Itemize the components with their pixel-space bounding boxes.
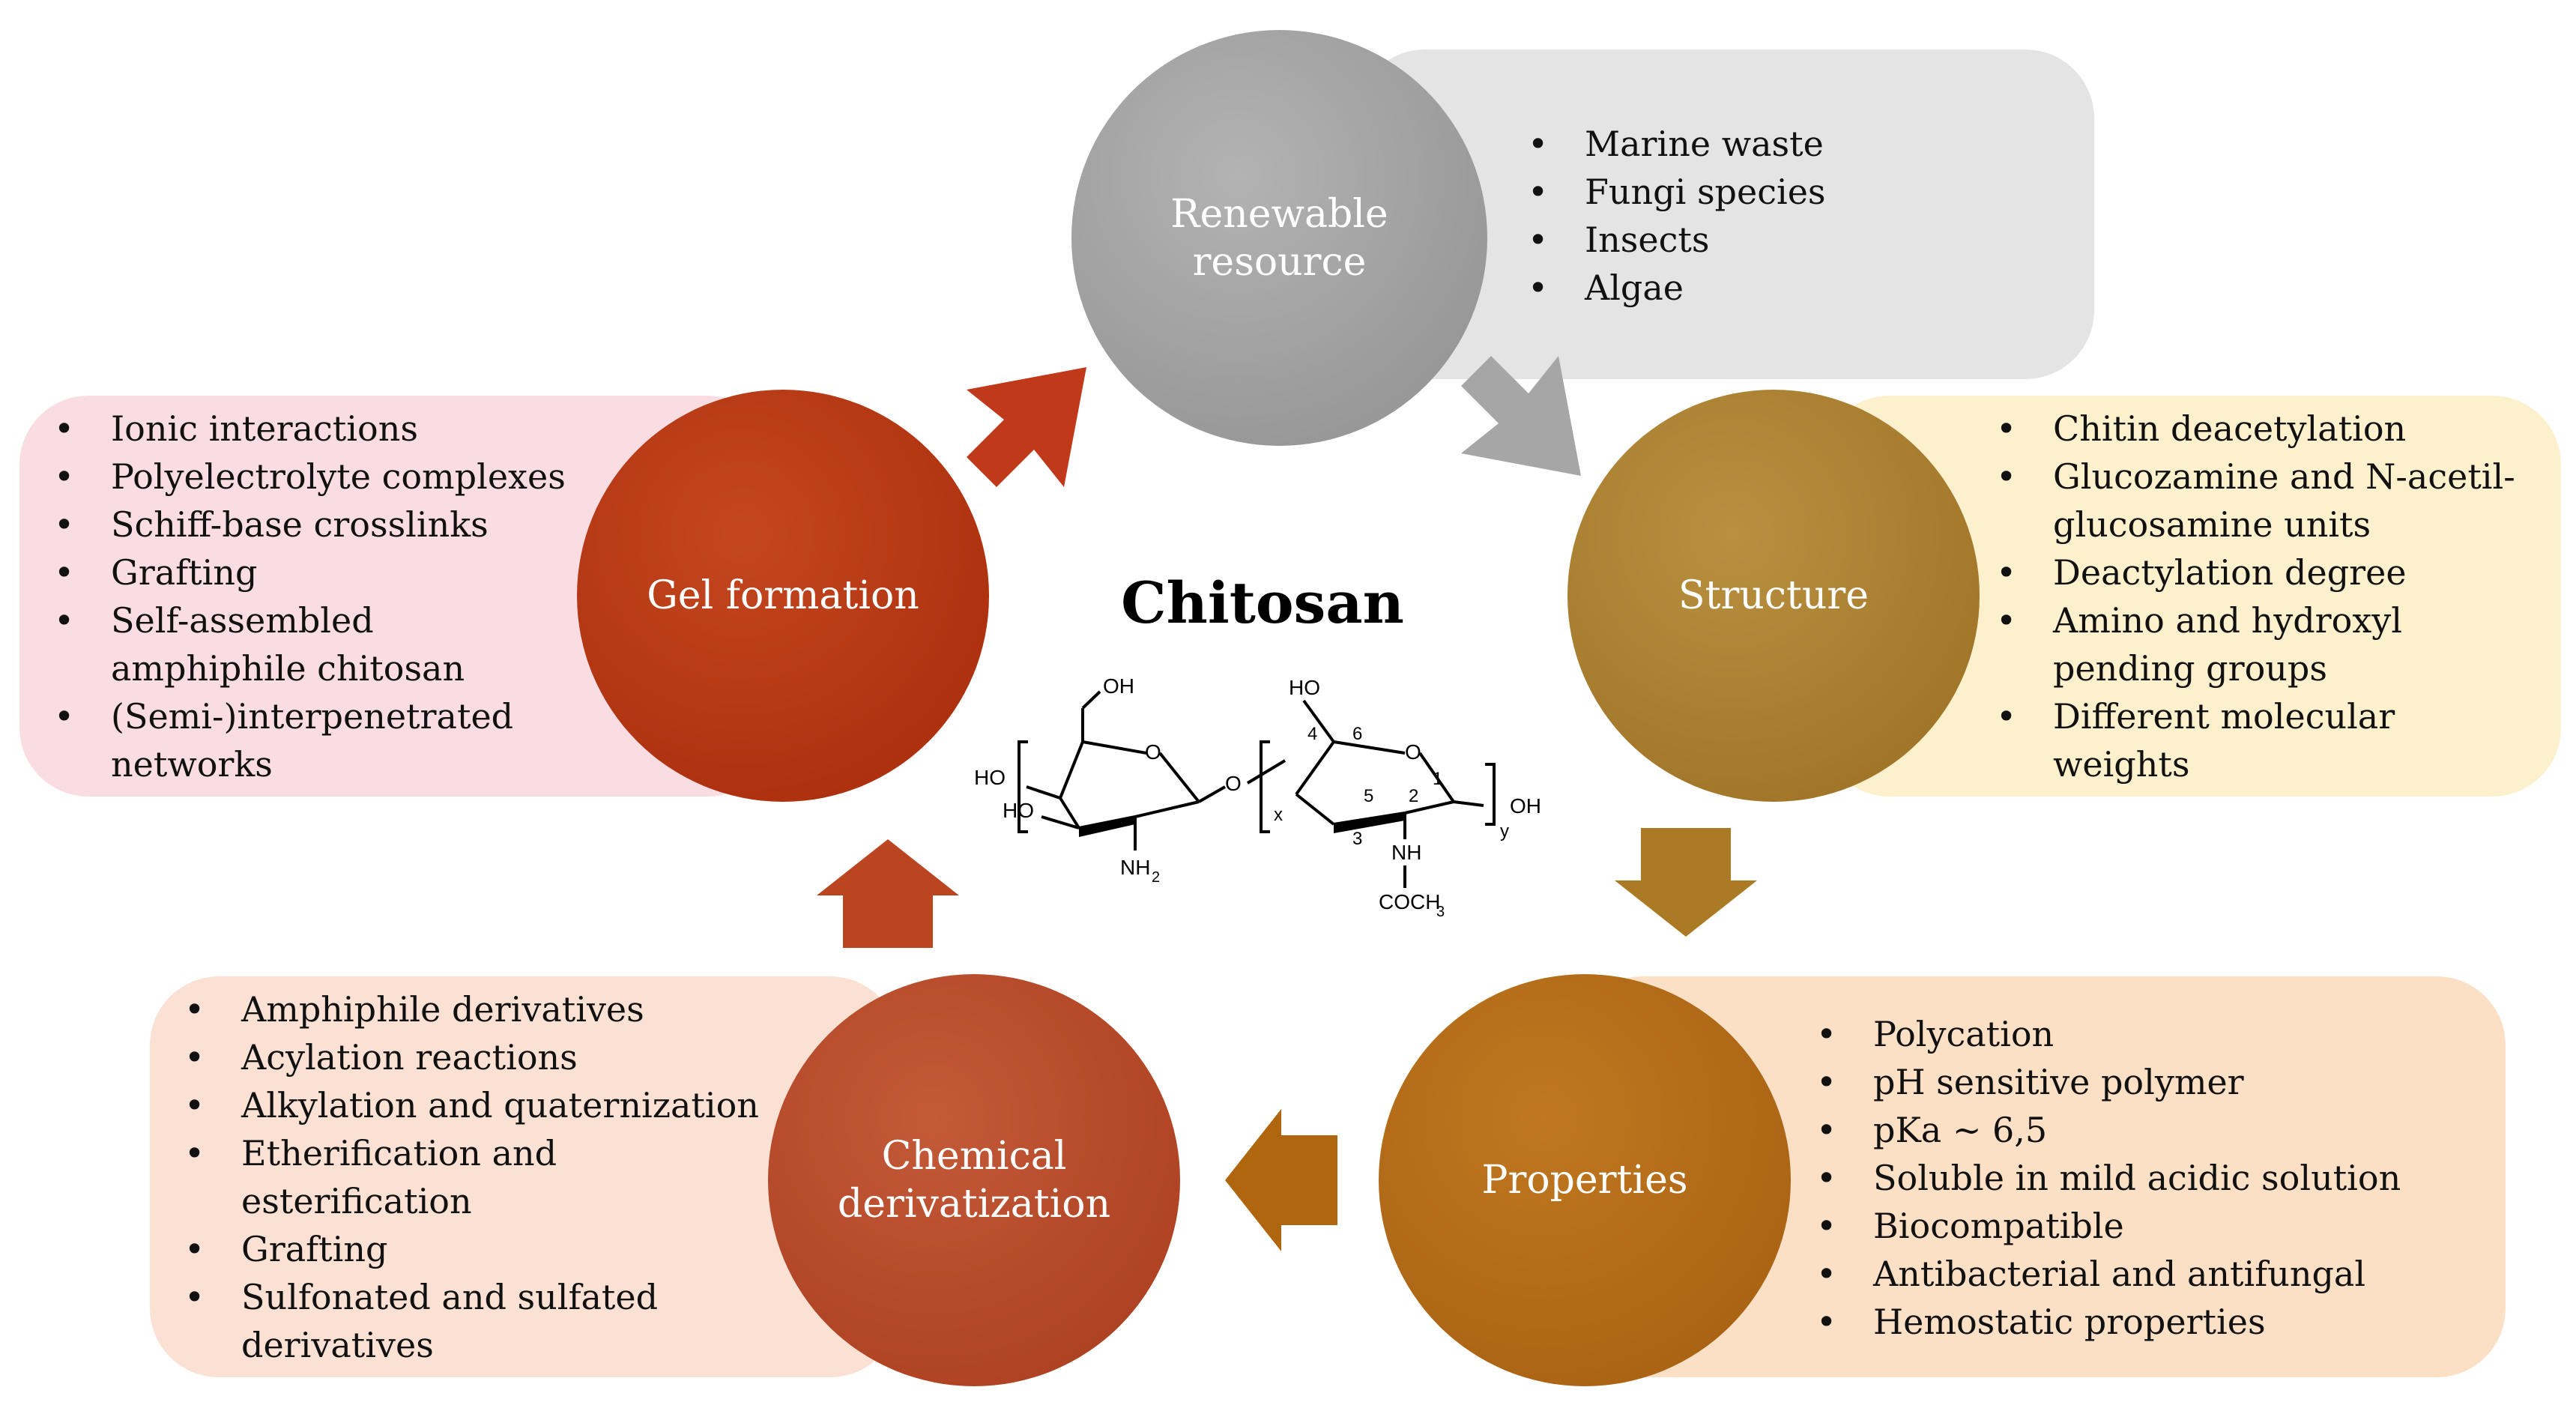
chitosan-label-nh2: NH — [1120, 856, 1150, 879]
list-item: Ionic interactions — [51, 405, 575, 453]
list-item: pH sensitive polymer — [1813, 1058, 2488, 1106]
chitosan-label-ho-left: HO — [974, 766, 1006, 789]
list-item: Marine waste — [1525, 120, 2049, 168]
chitosan-title: Chitosan — [1121, 569, 1404, 636]
chitosan-label-nh2-sub: 2 — [1152, 869, 1160, 886]
gel-formation-list: Ionic interactionsPolyelectrolyte comple… — [51, 405, 575, 788]
list-item: Grafting — [51, 549, 575, 596]
chitosan-label-coch3: COCH — [1379, 890, 1440, 913]
list-item: Soluble in mild acidic solution — [1813, 1154, 2488, 1202]
properties-list: PolycationpH sensitive polymerpKa ~ 6,5S… — [1813, 1010, 2488, 1346]
list-item: Grafting — [181, 1225, 796, 1273]
chitosan-label-o-ring-left: O — [1145, 740, 1161, 764]
list-item: Etherification and esterification — [181, 1129, 796, 1225]
list-item: Fungi species — [1525, 168, 2049, 216]
chitosan-label-oh-top: OH — [1103, 674, 1134, 698]
list-item: Self-assembled amphiphile chitosan — [51, 596, 575, 692]
arrow-chemical-to-gel — [817, 839, 959, 948]
list-item: Schiff-base crosslinks — [51, 501, 575, 549]
renewable-resource-list: Marine wasteFungi speciesInsectsAlgae — [1525, 120, 2049, 312]
structure-list: Chitin deacetylationGlucozamine and N-ac… — [1993, 405, 2533, 788]
chitosan-label-nh: NH — [1391, 841, 1421, 864]
chitosan-label-oh-right: OH — [1510, 794, 1541, 818]
chitosan-structure-icon: OH HO HO O NH 2 O x HO O OH y NH COCH 3 … — [974, 674, 1541, 918]
list-item: Polycation — [1813, 1010, 2488, 1058]
list-item: Amino and hydroxyl pending groups — [1993, 596, 2533, 692]
list-item: pKa ~ 6,5 — [1813, 1106, 2488, 1154]
chitosan-label-x: x — [1274, 805, 1283, 825]
list-item: Hemostatic properties — [1813, 1298, 2488, 1346]
list-item: Algae — [1525, 264, 2049, 312]
chitosan-label-y: y — [1500, 821, 1509, 842]
list-item: Different molecular weights — [1993, 692, 2533, 788]
gel-formation-circle: Gel formation — [577, 390, 989, 802]
structure-circle: Structure — [1567, 390, 1980, 802]
list-item: Sulfonated and sulfated derivatives — [181, 1273, 796, 1369]
chitosan-label-n4: 4 — [1307, 724, 1317, 744]
list-item: (Semi-)interpenetrated networks — [51, 692, 575, 788]
chitosan-label-n5: 5 — [1364, 786, 1373, 806]
chitosan-label-coch3-sub: 3 — [1436, 904, 1445, 918]
chemical-derivatization-circle: Chemical derivatization — [768, 974, 1180, 1386]
chitosan-label-n6: 6 — [1352, 724, 1362, 744]
arrow-properties-to-chemical — [1225, 1109, 1337, 1251]
list-item: Glucozamine and N-acetil-glucosamine uni… — [1993, 453, 2533, 549]
list-item: Insects — [1525, 216, 2049, 264]
list-item: Alkylation and quaternization — [181, 1081, 796, 1129]
chitosan-label-o-link: O — [1225, 772, 1242, 795]
list-item: Deactylation degree — [1993, 549, 2533, 596]
list-item: Biocompatible — [1813, 1202, 2488, 1250]
arrow-structure-to-properties — [1615, 828, 1757, 937]
chitosan-label-n2: 2 — [1409, 786, 1418, 806]
chitosan-label-o-ring-right: O — [1405, 740, 1421, 764]
chitosan-label-n1: 1 — [1433, 769, 1442, 789]
list-item: Polyelectrolyte complexes — [51, 453, 575, 501]
chitosan-label-ho-left-lower: HO — [1003, 799, 1034, 822]
chitosan-label-n3: 3 — [1352, 829, 1362, 849]
list-item: Acylation reactions — [181, 1033, 796, 1081]
renewable-resource-circle: Renewable resource — [1071, 30, 1487, 446]
arrow-renewable-to-structure — [1461, 356, 1581, 476]
list-item: Chitin deacetylation — [1993, 405, 2533, 453]
list-item: Antibacterial and antifungal — [1813, 1250, 2488, 1298]
list-item: Amphiphile derivatives — [181, 985, 796, 1033]
chitosan-label-ho-top-right: HO — [1289, 676, 1320, 699]
properties-circle: Properties — [1379, 974, 1791, 1386]
chemical-derivatization-list: Amphiphile derivativesAcylation reaction… — [181, 985, 796, 1369]
arrow-gel-to-renewable — [967, 367, 1086, 487]
